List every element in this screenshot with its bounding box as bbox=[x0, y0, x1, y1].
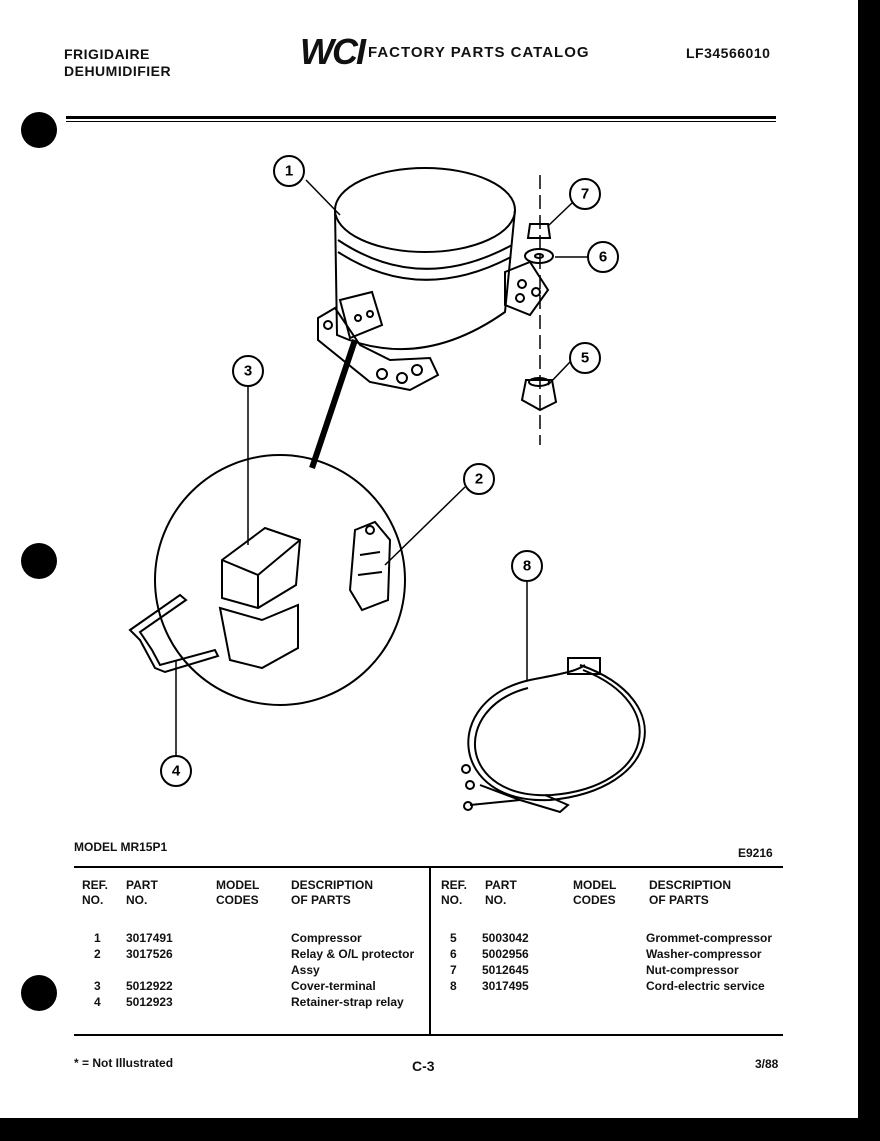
part-desc: Washer-compressor bbox=[646, 947, 762, 961]
header-ref: REF.NO. bbox=[82, 878, 109, 907]
table-divider bbox=[429, 868, 431, 1034]
diagram-code: E9216 bbox=[738, 846, 773, 860]
callout-label: 2 bbox=[475, 471, 483, 488]
part-desc: Cord-electric service bbox=[646, 979, 765, 993]
ref-no: 2 bbox=[94, 947, 101, 961]
footnote: * = Not Illustrated bbox=[74, 1056, 174, 1070]
cord-drawing bbox=[461, 657, 646, 814]
detail-circle bbox=[154, 454, 406, 706]
callout-7 bbox=[569, 178, 601, 210]
callout-label: 1 bbox=[285, 163, 293, 180]
ref-no: 6 bbox=[450, 947, 457, 961]
callout-1 bbox=[273, 155, 305, 187]
part-desc: Compressor bbox=[291, 931, 362, 945]
exploded-parts-diagram: 1 2 3 4 5 6 7 8 bbox=[128, 155, 646, 814]
part-no: 5002956 bbox=[482, 947, 529, 961]
product-type: DEHUMIDIFIER bbox=[64, 63, 172, 79]
part-no: 5012922 bbox=[126, 979, 173, 993]
header-rule-thin bbox=[66, 121, 776, 122]
part-desc: Cover-terminal bbox=[291, 979, 376, 993]
callout-6 bbox=[587, 241, 619, 273]
wci-logo: WCI bbox=[300, 31, 366, 72]
callout-4 bbox=[160, 755, 192, 787]
ref-no: 3 bbox=[94, 979, 101, 993]
retainer-strap-drawing bbox=[128, 593, 220, 674]
ref-no: 4 bbox=[94, 995, 101, 1009]
callout-label: 3 bbox=[244, 363, 252, 380]
callout-5 bbox=[569, 342, 601, 374]
grommet-drawing bbox=[520, 377, 558, 412]
ref-no: 7 bbox=[450, 963, 457, 977]
cover-terminal-drawing bbox=[218, 526, 302, 670]
model-number: MODEL MR15P1 bbox=[74, 840, 168, 854]
callout-label: 5 bbox=[581, 350, 589, 367]
revision-date: 3/88 bbox=[755, 1057, 779, 1071]
callout-8 bbox=[511, 550, 543, 582]
catalog-page: FRIGIDAIRE DEHUMIDIFIER WCI FACTORY PART… bbox=[0, 0, 858, 1118]
catalog-number: LF34566010 bbox=[686, 45, 771, 61]
catalog-title: FACTORY PARTS CATALOG bbox=[368, 44, 590, 61]
ref-no: 8 bbox=[450, 979, 457, 993]
callout-2 bbox=[463, 463, 495, 495]
brand-block: FRIGIDAIRE DEHUMIDIFIER bbox=[64, 46, 171, 80]
relay-drawing bbox=[348, 520, 392, 612]
binder-hole bbox=[21, 112, 57, 148]
washer-drawing bbox=[524, 248, 554, 264]
page-number: C-3 bbox=[412, 1058, 435, 1074]
binder-hole bbox=[21, 975, 57, 1011]
brand-name: FRIGIDAIRE bbox=[64, 46, 150, 62]
part-no: 3017495 bbox=[482, 979, 529, 993]
part-desc: Nut-compressor bbox=[646, 963, 739, 977]
callout-label: 4 bbox=[172, 763, 181, 780]
callout-circles bbox=[160, 155, 619, 787]
ref-no: 5 bbox=[450, 931, 457, 945]
part-desc: Grommet-compressor bbox=[646, 931, 773, 945]
part-no: 3017526 bbox=[126, 947, 173, 961]
ref-no: 1 bbox=[94, 931, 101, 945]
callout-3 bbox=[232, 355, 264, 387]
part-no: 3017491 bbox=[126, 931, 173, 945]
part-no: 5012923 bbox=[126, 995, 173, 1009]
part-no: 5012645 bbox=[482, 963, 529, 977]
callout-label: 7 bbox=[581, 186, 589, 203]
nut-drawing bbox=[526, 223, 552, 239]
header-ref: REF.NO. bbox=[441, 878, 468, 907]
part-no: 5003042 bbox=[482, 931, 529, 945]
part-desc: Assy bbox=[291, 963, 320, 977]
callout-label: 6 bbox=[599, 249, 607, 266]
callout-label: 8 bbox=[523, 558, 531, 575]
binder-hole bbox=[21, 543, 57, 579]
part-desc: Retainer-strap relay bbox=[291, 995, 404, 1009]
header-rule bbox=[66, 116, 776, 119]
part-desc: Relay & O/L protector bbox=[291, 947, 415, 961]
